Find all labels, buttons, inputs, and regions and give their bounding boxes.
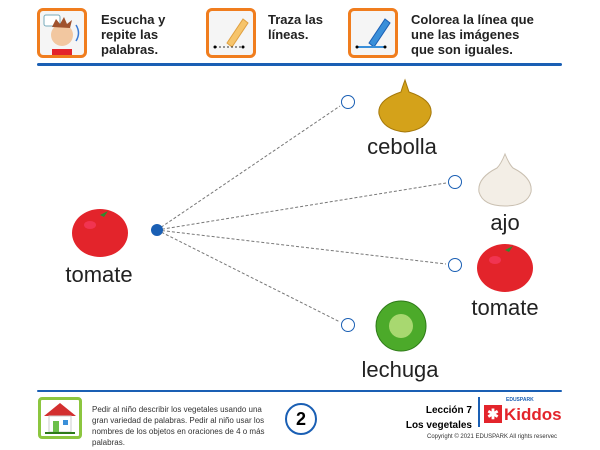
target-label-lechuga: lechuga bbox=[361, 357, 439, 382]
brand-small: EDUSPARK bbox=[506, 397, 534, 403]
lesson-topic: Los vegetales bbox=[405, 420, 472, 431]
instruction-2: Traza las líneas. bbox=[268, 12, 323, 42]
page-number: 2 bbox=[285, 403, 317, 435]
instruction-3: Colorea la línea que une las imágenes qu… bbox=[411, 12, 534, 57]
footer-separator bbox=[478, 397, 480, 427]
lesson-number: Lección 7 bbox=[425, 405, 472, 416]
pencil-trace-icon bbox=[206, 8, 256, 58]
footer-divider bbox=[37, 390, 562, 392]
lettuce-icon bbox=[375, 300, 427, 352]
header-divider bbox=[37, 63, 562, 66]
instruction-1: Escucha y repite las palabras. bbox=[101, 12, 166, 57]
onion-icon bbox=[378, 78, 432, 133]
parent-note: Pedir al niño describir los vegetales us… bbox=[92, 405, 265, 447]
target-label-tomate: tomate bbox=[471, 295, 539, 320]
brand-name: Kiddos bbox=[504, 405, 562, 424]
target-circle-lechuga[interactable] bbox=[341, 318, 355, 332]
trace-line-cebolla bbox=[156, 105, 341, 231]
source-label: tomate bbox=[65, 262, 133, 287]
target-circle-tomate[interactable] bbox=[448, 258, 462, 272]
blue-crayon-icon bbox=[348, 8, 398, 58]
target-label-ajo: ajo bbox=[490, 210, 520, 235]
home-icon bbox=[38, 397, 82, 439]
target-label-cebolla: cebolla bbox=[367, 134, 437, 159]
target-circle-ajo[interactable] bbox=[448, 175, 462, 189]
trace-line-tomate bbox=[156, 229, 447, 265]
trace-line-lechuga bbox=[156, 229, 341, 323]
kiddos-logo: ✱ EDUSPARK Kiddos bbox=[484, 397, 564, 427]
start-dot bbox=[151, 224, 163, 236]
trace-line-ajo bbox=[156, 182, 447, 231]
listening-boy-icon bbox=[37, 8, 87, 58]
garlic-icon bbox=[478, 152, 532, 207]
copyright: Copyright © 2021 EDUSPARK All rights res… bbox=[427, 434, 558, 440]
target-circle-cebolla[interactable] bbox=[341, 95, 355, 109]
tomato-icon bbox=[72, 209, 128, 257]
lesson-info: Lección 7 Los vegetales bbox=[406, 403, 472, 433]
tomato-icon bbox=[477, 244, 533, 292]
